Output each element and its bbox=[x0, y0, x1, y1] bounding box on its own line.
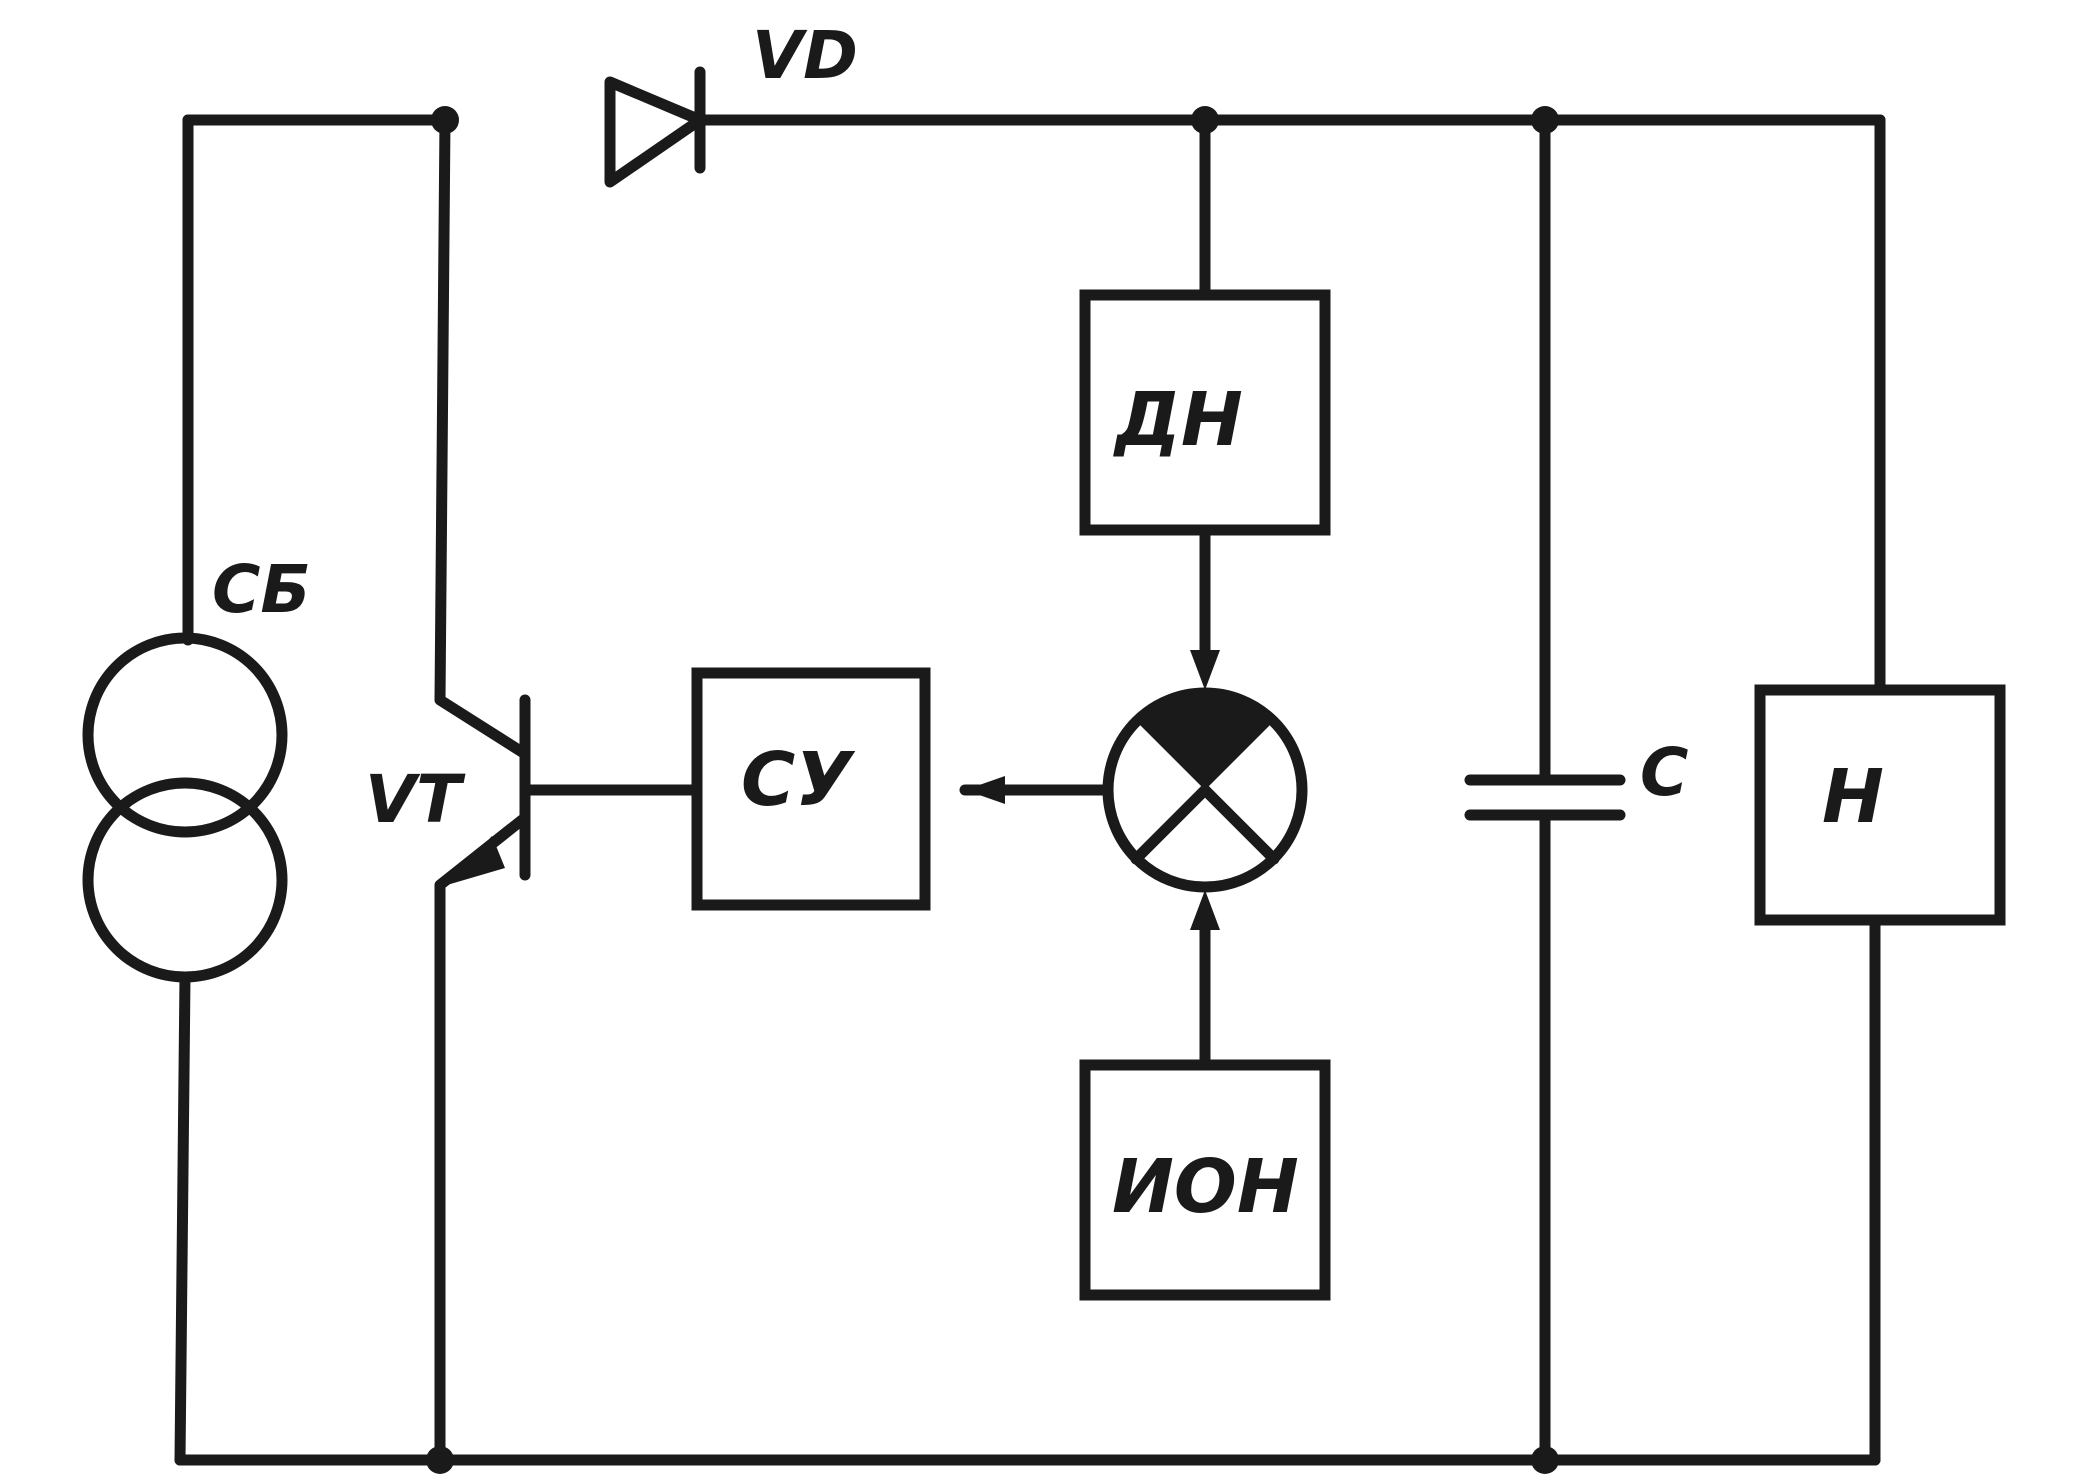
junction-node bbox=[1531, 1446, 1559, 1474]
comparator bbox=[959, 524, 1308, 1071]
voltage-divider-label: ДН bbox=[1113, 377, 1243, 463]
transistor-label: VT bbox=[365, 761, 466, 838]
junction-node bbox=[431, 106, 459, 134]
diode bbox=[604, 66, 706, 188]
reference-source-label: ИОН bbox=[1112, 1144, 1299, 1230]
junction-node bbox=[426, 1446, 454, 1474]
control-unit-box bbox=[691, 667, 931, 911]
diode-label: VD bbox=[752, 17, 858, 94]
reference-source-box bbox=[1079, 1059, 1331, 1301]
load-label: Н bbox=[1822, 754, 1884, 840]
capacitor-label: С bbox=[1640, 734, 1688, 811]
junction-node bbox=[1191, 106, 1219, 134]
load-box bbox=[1754, 684, 2006, 926]
capacitor bbox=[1464, 114, 1626, 1466]
solar-battery bbox=[82, 114, 288, 1466]
junction-nodes bbox=[426, 106, 1559, 1474]
control-unit-label: СУ bbox=[741, 737, 856, 823]
solar-battery-label: СБ bbox=[212, 551, 311, 628]
junction-node bbox=[1531, 106, 1559, 134]
